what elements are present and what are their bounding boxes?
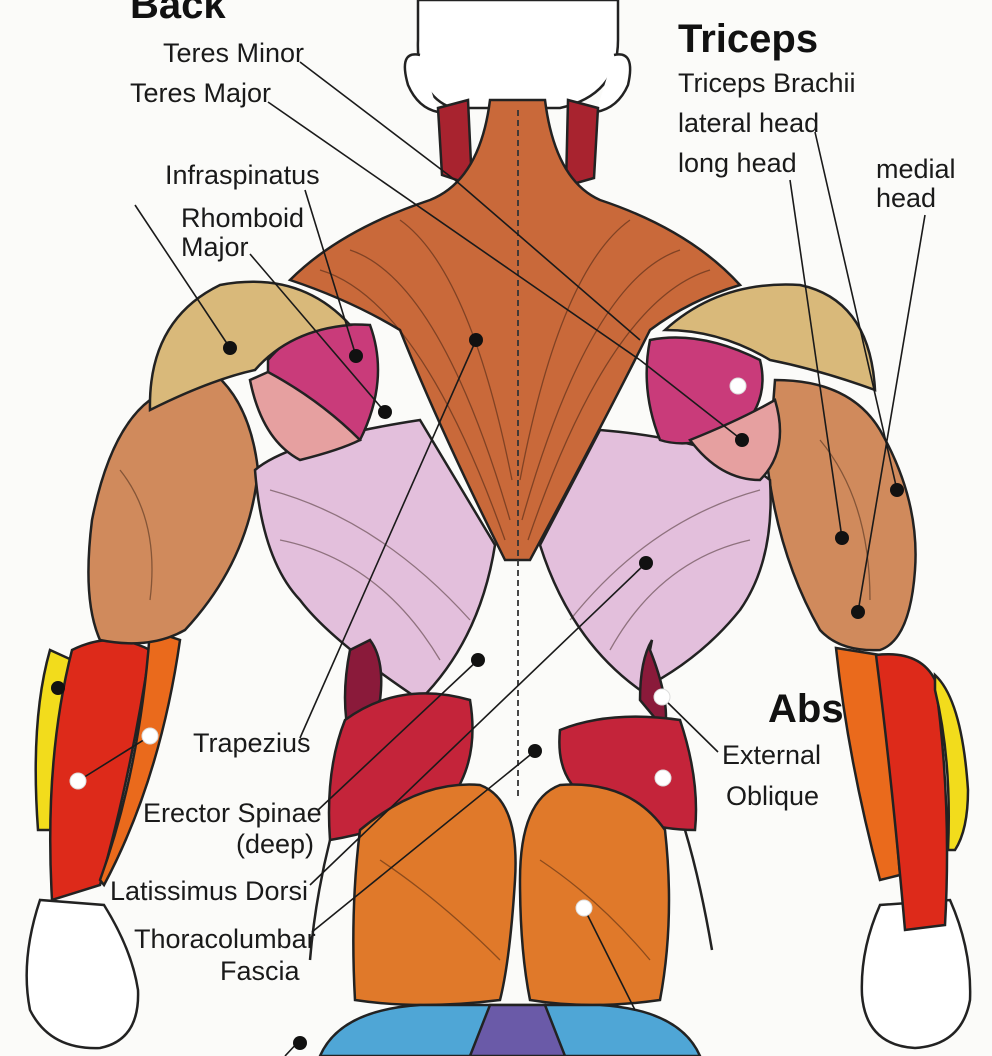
right-ear xyxy=(595,53,632,114)
label-thoraco-2: Fascia xyxy=(220,956,301,986)
label-erector-1: Erector Spinae xyxy=(143,798,322,828)
leader-lines xyxy=(77,61,926,1056)
right-forearm-yellow xyxy=(933,672,970,852)
body-contour-right xyxy=(683,829,714,951)
label-teres-major: Teres Major xyxy=(130,78,271,108)
left-ear xyxy=(403,53,439,114)
label-medial-1: medial xyxy=(876,154,956,184)
right-glute xyxy=(518,783,671,1007)
right-hand xyxy=(860,898,972,1050)
left-deltoid xyxy=(148,280,353,413)
heading-abs: Abs xyxy=(768,687,844,731)
label-trapezius: Trapezius xyxy=(193,728,311,758)
head xyxy=(416,0,620,110)
left-hand xyxy=(25,898,140,1050)
label-latissimus: Latissimus Dorsi xyxy=(110,876,308,906)
neck-muscle-right xyxy=(564,98,600,188)
label-medial-2: head xyxy=(876,183,936,213)
body-figure xyxy=(25,0,972,1056)
left-teres xyxy=(248,370,363,462)
label-thoraco-1: Thoracolumbar xyxy=(134,924,316,954)
marker-dots xyxy=(51,333,904,1050)
hip-center xyxy=(468,1003,567,1056)
right-deltoid xyxy=(661,283,877,392)
label-triceps-brachii: Triceps Brachii xyxy=(678,68,856,98)
body-contour-left xyxy=(308,839,332,961)
trapezius-muscle xyxy=(287,98,743,562)
label-infraspinatus: Infraspinatus xyxy=(165,160,320,190)
label-rhomboid-1: Rhomboid xyxy=(181,203,304,233)
heading-back: Back xyxy=(130,0,226,27)
right-forearm-red xyxy=(874,653,949,932)
label-long-head: long head xyxy=(678,148,797,178)
right-teres xyxy=(688,398,782,482)
label-rhomboid-2: Major xyxy=(181,232,249,262)
left-triceps xyxy=(87,368,260,645)
label-lateral-head: lateral head xyxy=(678,108,819,138)
heading-triceps: Triceps xyxy=(678,17,818,61)
label-external: External xyxy=(722,740,821,770)
right-triceps xyxy=(766,378,917,652)
label-erector-2: (deep) xyxy=(236,829,314,859)
label-oblique: Oblique xyxy=(726,781,819,811)
left-forearm-orange xyxy=(98,628,182,888)
left-glute xyxy=(352,783,517,1007)
label-teres-minor: Teres Minor xyxy=(163,38,304,68)
